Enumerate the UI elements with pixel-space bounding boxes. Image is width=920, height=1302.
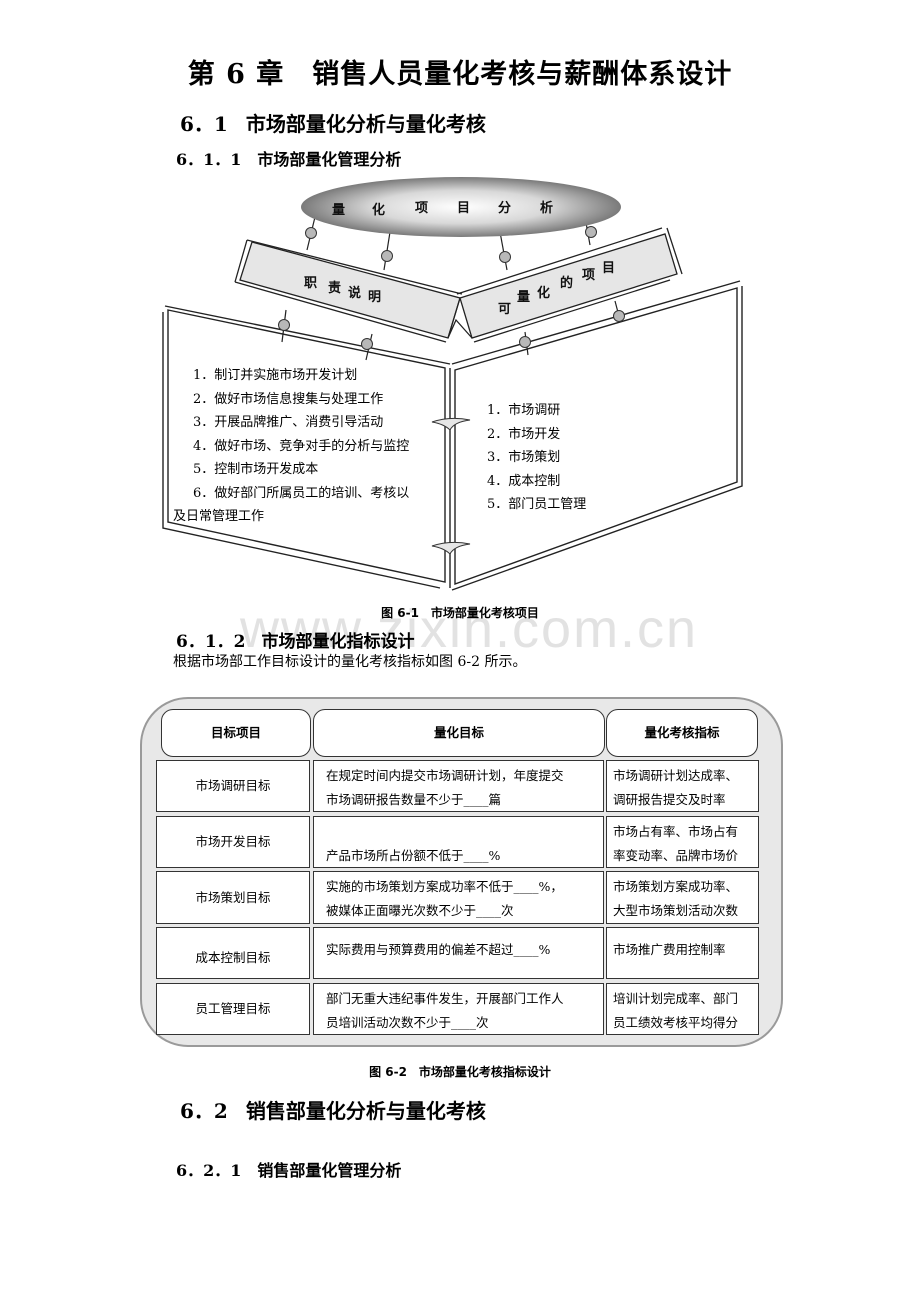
section-number: 6．2 bbox=[180, 1099, 228, 1123]
goal-line: 被媒体正面曝光次数不少于____次 bbox=[326, 903, 514, 918]
indicator-line: 员工绩效考核平均得分 bbox=[613, 1015, 739, 1030]
svg-text:目: 目 bbox=[457, 201, 470, 216]
table-row-item: 员工管理目标 bbox=[156, 983, 310, 1035]
svg-text:明: 明 bbox=[368, 290, 381, 305]
duty-item: 及日常管理工作 bbox=[173, 509, 265, 524]
svg-text:分: 分 bbox=[498, 200, 511, 216]
left-tab-label: 职 责 说 明 bbox=[304, 276, 381, 305]
svg-text:化: 化 bbox=[372, 202, 385, 218]
section-title: 市场部量化分析与量化考核 bbox=[245, 112, 486, 136]
table-row-item: 成本控制目标 bbox=[156, 927, 310, 979]
table-row-goal: 实际费用与预算费用的偏差不超过____% bbox=[313, 927, 604, 979]
duty-item: 5．控制市场开发成本 bbox=[193, 462, 319, 477]
connector-dots bbox=[278, 226, 625, 350]
duty-item: 6．做好部门所属员工的培训、考核以 bbox=[193, 485, 410, 501]
svg-text:目: 目 bbox=[602, 261, 615, 276]
quantified-analysis-ellipse bbox=[301, 177, 621, 237]
indicator-line: 率变动率、品牌市场价 bbox=[613, 848, 739, 863]
duty-item: 3．开展品牌推广、消费引导活动 bbox=[193, 415, 384, 430]
indicator-line: 调研报告提交及时率 bbox=[613, 792, 726, 807]
goal-line: 员培训活动次数不少于____次 bbox=[326, 1015, 489, 1030]
svg-text:职: 职 bbox=[304, 276, 317, 291]
indicator-line: 市场调研计划达成率、 bbox=[613, 768, 739, 783]
svg-text:项: 项 bbox=[415, 201, 428, 216]
section-6-1-heading: 6．1 市场部量化分析与量化考核 bbox=[180, 108, 486, 137]
section-6-1-1-heading: 6．1．1 市场部量化管理分析 bbox=[176, 146, 401, 170]
table-row-indicator: 市场占有率、市场占有 率变动率、品牌市场价 bbox=[606, 816, 759, 868]
table-row-indicator: 市场策划方案成功率、 大型市场策划活动次数 bbox=[606, 871, 759, 924]
section-6-2-1-heading: 6．2．1 销售部量化管理分析 bbox=[176, 1157, 401, 1181]
section-6-1-2-heading: 6．1．2 市场部量化指标设计 bbox=[176, 627, 415, 652]
goal-line: 市场调研报告数量不少于____篇 bbox=[326, 792, 502, 807]
table-row-item: 市场调研目标 bbox=[156, 760, 310, 812]
duties-list: 1．制订并实施市场开发计划 2．做好市场信息搜集与处理工作 3．开展品牌推广、消… bbox=[173, 364, 410, 529]
section-title: 市场部量化指标设计 bbox=[261, 632, 415, 652]
chapter-title: 第 6 章 销售人员量化考核与薪酬体系设计 bbox=[187, 59, 733, 90]
left-panel bbox=[162, 305, 451, 589]
quantifiable-item: 5．部门员工管理 bbox=[487, 497, 587, 512]
table-row-indicator: 培训计划完成率、部门 员工绩效考核平均得分 bbox=[606, 983, 759, 1035]
svg-text:析: 析 bbox=[540, 200, 553, 216]
svg-text:项: 项 bbox=[582, 268, 595, 283]
binder-ring-icon bbox=[431, 417, 471, 555]
svg-text:化: 化 bbox=[537, 285, 550, 301]
indicator-line: 培训计划完成率、部门 bbox=[613, 991, 739, 1006]
section-title: 销售部量化分析与量化考核 bbox=[245, 1099, 486, 1123]
table-row-item: 市场开发目标 bbox=[156, 816, 310, 868]
watermark: www.zixin.com.cn bbox=[240, 599, 699, 659]
indicator-line: 大型市场策划活动次数 bbox=[613, 903, 739, 918]
indicator-line: 市场策划方案成功率、 bbox=[613, 879, 739, 894]
duty-item: 2．做好市场信息搜集与处理工作 bbox=[193, 391, 384, 407]
quantifiable-item: 1．市场调研 bbox=[487, 403, 561, 418]
duty-item: 1．制订并实施市场开发计划 bbox=[193, 368, 358, 383]
svg-text:量: 量 bbox=[332, 203, 345, 218]
column-header: 量化考核指标 bbox=[606, 709, 758, 757]
goal-line: 实际费用与预算费用的偏差不超过____% bbox=[326, 942, 551, 957]
table-row-goal: 在规定时间内提交市场调研计划，年度提交 市场调研报告数量不少于____篇 bbox=[313, 760, 604, 812]
goal-line: 产品市场所占份额不低于____% bbox=[326, 848, 501, 863]
figure-6-1-diagram: 量 化 项 目 分 析 职 责 说 明 可 量 化 的 项 目 bbox=[150, 170, 770, 600]
goal-line: 在规定时间内提交市场调研计划，年度提交 bbox=[326, 768, 564, 783]
right-panel bbox=[449, 280, 743, 591]
intro-paragraph: 根据市场部工作目标设计的量化考核指标如图 6-2 所示。 bbox=[173, 654, 527, 670]
table-row-indicator: 市场调研计划达成率、 调研报告提交及时率 bbox=[606, 760, 759, 812]
column-header: 量化目标 bbox=[313, 709, 605, 757]
svg-text:的: 的 bbox=[560, 275, 573, 291]
section-number: 6．1．2 bbox=[176, 632, 246, 652]
svg-text:可: 可 bbox=[498, 302, 511, 317]
table-row-item: 市场策划目标 bbox=[156, 871, 310, 924]
quantifiable-item: 2．市场开发 bbox=[487, 426, 561, 442]
column-header: 目标项目 bbox=[161, 709, 311, 757]
section-number: 6．1．1 bbox=[176, 150, 242, 169]
table-row-goal: 部门无重大违纪事件发生，开展部门工作人 员培训活动次数不少于____次 bbox=[313, 983, 604, 1035]
figure-6-2-caption: 图 6-2 市场部量化考核指标设计 bbox=[369, 1065, 551, 1079]
svg-text:说: 说 bbox=[348, 285, 361, 301]
quantifiable-items-list: 1．市场调研 2．市场开发 3．市场策划 4．成本控制 5．部门员工管理 bbox=[487, 399, 586, 517]
quantifiable-item: 3．市场策划 bbox=[487, 450, 561, 465]
goal-line: 实施的市场策划方案成功率不低于____%， bbox=[326, 879, 563, 894]
goal-line: 部门无重大违纪事件发生，开展部门工作人 bbox=[326, 991, 564, 1006]
indicator-line: 市场占有率、市场占有 bbox=[613, 824, 739, 839]
duty-item: 4．做好市场、竞争对手的分析与监控 bbox=[193, 438, 410, 454]
section-number: 6．1 bbox=[180, 112, 228, 136]
section-number: 6．2．1 bbox=[176, 1161, 242, 1180]
figure-6-1-caption: 图 6-1 市场部量化考核项目 bbox=[381, 606, 539, 620]
goal-line bbox=[326, 820, 597, 844]
right-tab bbox=[447, 227, 683, 343]
section-title: 销售部量化管理分析 bbox=[257, 1161, 402, 1180]
table-row-goal: 产品市场所占份额不低于____% bbox=[313, 816, 604, 868]
section-6-2-heading: 6．2 销售部量化分析与量化考核 bbox=[180, 1095, 486, 1124]
ellipse-label: 量 化 项 目 分 析 bbox=[332, 200, 553, 218]
table-row-goal: 实施的市场策划方案成功率不低于____%， 被媒体正面曝光次数不少于____次 bbox=[313, 871, 604, 924]
quantifiable-item: 4．成本控制 bbox=[487, 473, 561, 489]
indicator-line: 市场推广费用控制率 bbox=[613, 942, 726, 957]
table-row-indicator: 市场推广费用控制率 bbox=[606, 927, 759, 979]
svg-text:责: 责 bbox=[328, 280, 341, 296]
right-tab-label: 可 量 化 的 项 目 bbox=[498, 261, 615, 317]
svg-text:量: 量 bbox=[517, 290, 530, 305]
section-title: 市场部量化管理分析 bbox=[257, 150, 402, 169]
